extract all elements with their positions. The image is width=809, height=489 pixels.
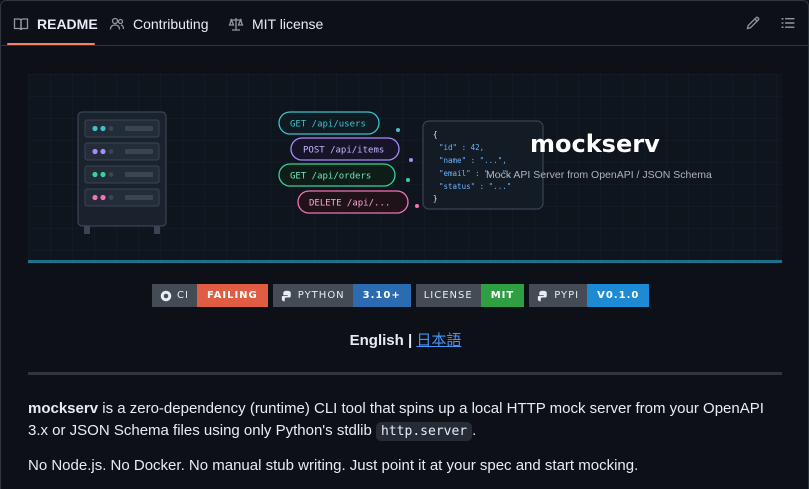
banner-divider (28, 260, 782, 263)
active-tab-indicator (7, 43, 95, 45)
endpoint-label: GET /api/orders (290, 172, 371, 182)
list-icon[interactable] (780, 15, 796, 31)
language-link-japanese[interactable]: 日本語 (416, 332, 462, 349)
language-current: English (349, 332, 404, 349)
banner-illustration: GET /api/users POST /api/items GET /api/… (28, 74, 782, 264)
server-rack-icon (77, 111, 167, 234)
badge-label: CI (177, 290, 189, 301)
pencil-icon[interactable] (745, 15, 761, 31)
badge-value: V0.1.0 (587, 284, 650, 307)
badge-label: PYTHON (297, 290, 345, 301)
tab-readme[interactable]: README (7, 1, 104, 46)
endpoint-label: GET /api/users (290, 120, 366, 130)
json-line: "id" : 42, (439, 143, 484, 152)
tab-label: MIT license (252, 15, 324, 32)
people-icon (109, 17, 125, 30)
project-name: mockserv (28, 400, 99, 417)
pypi-badge[interactable]: PYPI V0.1.0 (529, 284, 650, 307)
section-divider (28, 372, 782, 375)
json-line: "name" : "...", (439, 156, 507, 165)
badge-value: MIT (480, 284, 525, 307)
banner-subtitle: Mock API Server from OpenAPI / JSON Sche… (486, 169, 712, 181)
python-icon (281, 290, 291, 301)
json-line: } (433, 194, 438, 203)
intro-text-end: . (472, 422, 477, 439)
badge-row: CI FAILING PYTHON 3.10+ LICENSE MIT PYPI… (152, 284, 650, 307)
tab-label: Contributing (133, 15, 209, 32)
endpoint-label: DELETE /api/... (309, 199, 390, 209)
github-icon (160, 290, 172, 301)
tagline-paragraph: No Node.js. No Docker. No manual stub wr… (28, 457, 639, 474)
inline-code: http.server (376, 422, 473, 441)
json-line: "email" : "...", (439, 169, 511, 178)
endpoint-label: POST /api/items (303, 146, 384, 156)
banner-title: mockserv (530, 130, 660, 158)
tab-license[interactable]: MIT license (222, 1, 329, 46)
badge-value: 3.10+ (352, 284, 411, 307)
intro-paragraph: mockserv is a zero-dependency (runtime) … (28, 398, 788, 443)
ci-badge[interactable]: CI FAILING (152, 284, 268, 307)
badge-label: PYPI (554, 290, 580, 301)
language-switcher: English | 日本語 (1, 329, 808, 350)
badge-value: FAILING (196, 284, 268, 307)
json-line: "status" : "..." (439, 182, 511, 191)
python-icon (537, 290, 547, 301)
tab-label: README (37, 15, 98, 32)
readme-tab-bar: README Contributing MIT license (1, 1, 808, 46)
project-banner: GET /api/users POST /api/items GET /api/… (28, 74, 782, 264)
badge-label: LICENSE (423, 290, 473, 301)
law-icon (228, 17, 244, 31)
python-badge[interactable]: PYTHON 3.10+ (272, 284, 411, 307)
intro-text: is a zero-dependency (runtime) CLI tool … (28, 400, 764, 439)
book-icon (13, 17, 29, 30)
language-separator: | (407, 332, 413, 349)
license-badge[interactable]: LICENSE MIT (415, 284, 525, 307)
json-line: { (433, 130, 438, 139)
tab-contributing[interactable]: Contributing (103, 1, 215, 46)
